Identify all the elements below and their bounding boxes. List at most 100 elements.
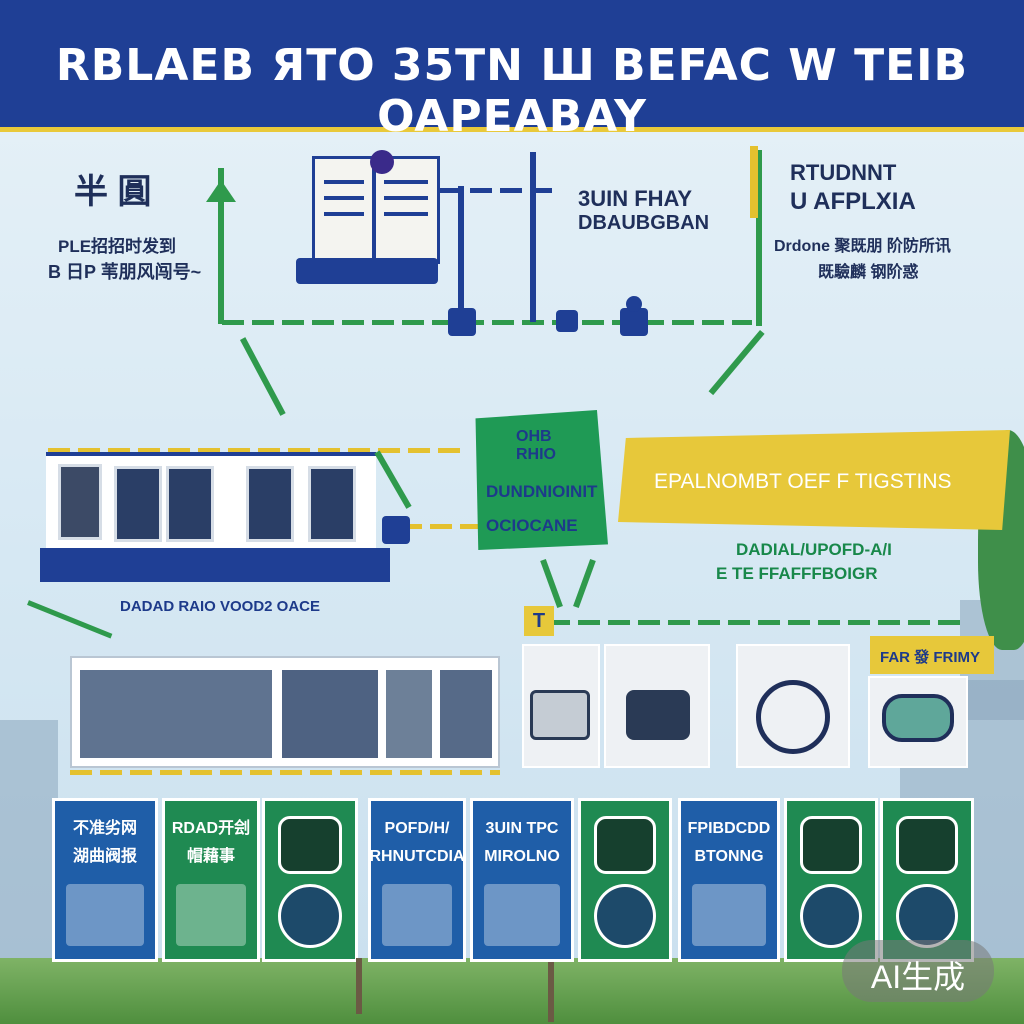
card-title-line1: RDAD开刽: [171, 820, 251, 837]
node-icon: [448, 308, 476, 336]
top-right-label-line2: U AFPLXIA: [790, 188, 916, 215]
train-window: [166, 466, 214, 542]
info-card: [368, 798, 466, 962]
connector-line: [374, 450, 412, 509]
center-green-sign: [475, 410, 608, 550]
banner-sub-line1: DADIAL/UPOFD-A/I: [736, 540, 892, 559]
card-round-icon: [896, 884, 958, 948]
top-right-label-line1: RTUDNNT: [790, 160, 897, 185]
doc-text-line: [384, 212, 428, 216]
sign-post: [548, 962, 554, 1022]
top-left-icon-text: 半 圓: [74, 173, 152, 211]
connector-dashed: [400, 524, 480, 529]
device-screen-icon: [882, 694, 954, 742]
card-round-icon: [278, 884, 342, 948]
header-band: [0, 0, 1024, 132]
ai-generated-watermark: [842, 940, 994, 1002]
connector-line: [458, 186, 464, 322]
bus-interior-photo: [438, 668, 494, 760]
right-photo-label-band: [870, 636, 994, 674]
connector-line: [218, 168, 224, 324]
train-base: [40, 548, 390, 582]
yellow-banner: [618, 430, 1010, 530]
page-title: RBLAEB ЯTO 35TN Ш BEFAC W TEIB OAPEABAY: [55, 40, 969, 142]
train-window: [58, 464, 102, 540]
arrow-up-icon: [206, 180, 236, 202]
connector-line: [708, 330, 765, 396]
center-sign-line1: OHB: [516, 428, 552, 445]
connector-line: [756, 150, 762, 326]
info-card: [470, 798, 574, 962]
card-title-line1: 不准劣网: [72, 820, 137, 837]
info-card: [678, 798, 780, 962]
connector-dashed: [548, 620, 968, 625]
vehicle-icon: [530, 690, 590, 740]
card-round-icon: [594, 816, 656, 874]
card-illustration: [692, 884, 766, 946]
train-window: [114, 466, 162, 542]
connector-line: [240, 337, 286, 416]
card-round-icon: [594, 884, 656, 948]
doc-text-line: [384, 180, 428, 184]
connector-line: [27, 600, 113, 639]
info-card: [52, 798, 158, 962]
card-title-line2: 帽藉事: [186, 848, 235, 865]
card-title-line2: MIROLNO: [484, 848, 560, 865]
doc-text-line: [324, 180, 364, 184]
card-illustration: [382, 884, 452, 946]
center-sign-line3: DUNDNIOINIT: [486, 482, 598, 501]
connector-line: [750, 146, 758, 218]
banner-sub-line2: E TE FFAFFFBOIGR: [716, 564, 878, 583]
right-photo-label: FAR 發 FRIMY: [880, 649, 980, 666]
top-center-label-line1: 3UIN FHAY: [578, 186, 693, 211]
doc-text-line: [384, 196, 428, 200]
card-illustration: [176, 884, 246, 946]
connector-dashed: [70, 770, 500, 775]
sign-post: [356, 958, 362, 1014]
background-building: [0, 720, 58, 960]
node-icon: [556, 310, 578, 332]
open-book-document: [312, 156, 440, 264]
card-illustration: [484, 884, 560, 946]
doc-text-line: [324, 212, 364, 216]
person-node-icon: [620, 308, 648, 336]
connector-line: [540, 558, 563, 609]
doc-text-line: [324, 196, 364, 200]
watermark-text: AI生成: [870, 959, 966, 995]
card-illustration: [66, 884, 144, 946]
bus-interior-photo: [280, 668, 380, 760]
center-sign-line2: RHIO: [516, 446, 556, 463]
card-title-line2: BTONNG: [694, 848, 764, 865]
banner-text: EPALNOMBT OEF F TIGSTINS: [654, 470, 952, 493]
connector-dashed: [222, 320, 752, 325]
train-window: [308, 466, 356, 542]
card-title-line1: FPIBDCDD: [687, 820, 771, 837]
card-round-icon: [800, 816, 862, 874]
top-right-label-line4: 既驗麟 钢阶惑: [818, 264, 919, 281]
train-window: [246, 466, 294, 542]
marker-t: T: [524, 606, 554, 636]
connector-line: [530, 152, 536, 322]
center-sign-line4: OCIOCANE: [486, 516, 578, 535]
book-base: [296, 258, 438, 284]
person-head-icon: [626, 296, 642, 312]
connector-dashed: [48, 448, 468, 453]
train-caption: DADAD RAIO VOOD2 OACE: [120, 598, 321, 615]
card-round-icon: [278, 816, 342, 874]
book-spine: [372, 156, 376, 264]
card-title-line1: 3UIN TPC: [485, 820, 559, 837]
top-right-label-line3: Drdone 聚既朋 阶防所讯: [774, 238, 951, 255]
top-left-label-line1: PLE招招时发到: [58, 237, 177, 256]
vehicle-icon: [626, 690, 690, 740]
card-round-icon: [896, 816, 958, 874]
node-icon: [382, 516, 410, 544]
pin-icon: [370, 150, 394, 174]
bus-interior-photo: [384, 668, 434, 760]
card-round-icon: [800, 884, 862, 948]
gauge-dial-icon: [756, 680, 830, 754]
connector-dashed: [440, 188, 558, 193]
top-left-label-line2: B 日P 苇朋风闯号~: [48, 262, 202, 282]
card-title-line2: RHNUTCDIA: [369, 848, 465, 865]
card-title-line1: POFD/H/: [384, 820, 450, 837]
info-card: [162, 798, 260, 962]
